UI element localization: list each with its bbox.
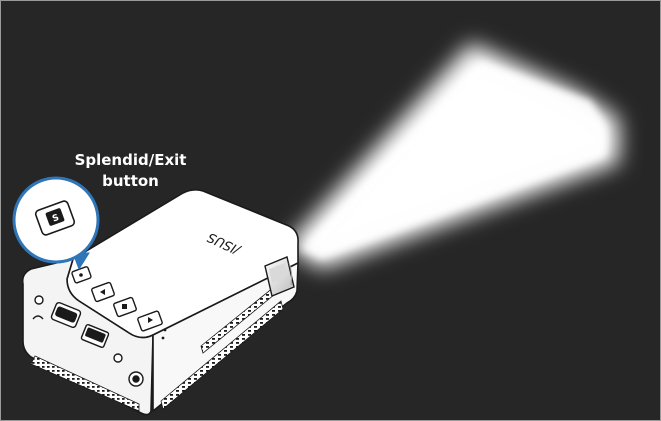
play-pause-icon xyxy=(122,304,127,309)
callout-label: Splendid/Exit button xyxy=(63,150,198,192)
callout-label-line2: button xyxy=(63,171,198,192)
callout-label-line1: Splendid/Exit xyxy=(63,150,198,171)
splendid-icon xyxy=(79,273,83,277)
light-beam xyxy=(286,43,619,269)
